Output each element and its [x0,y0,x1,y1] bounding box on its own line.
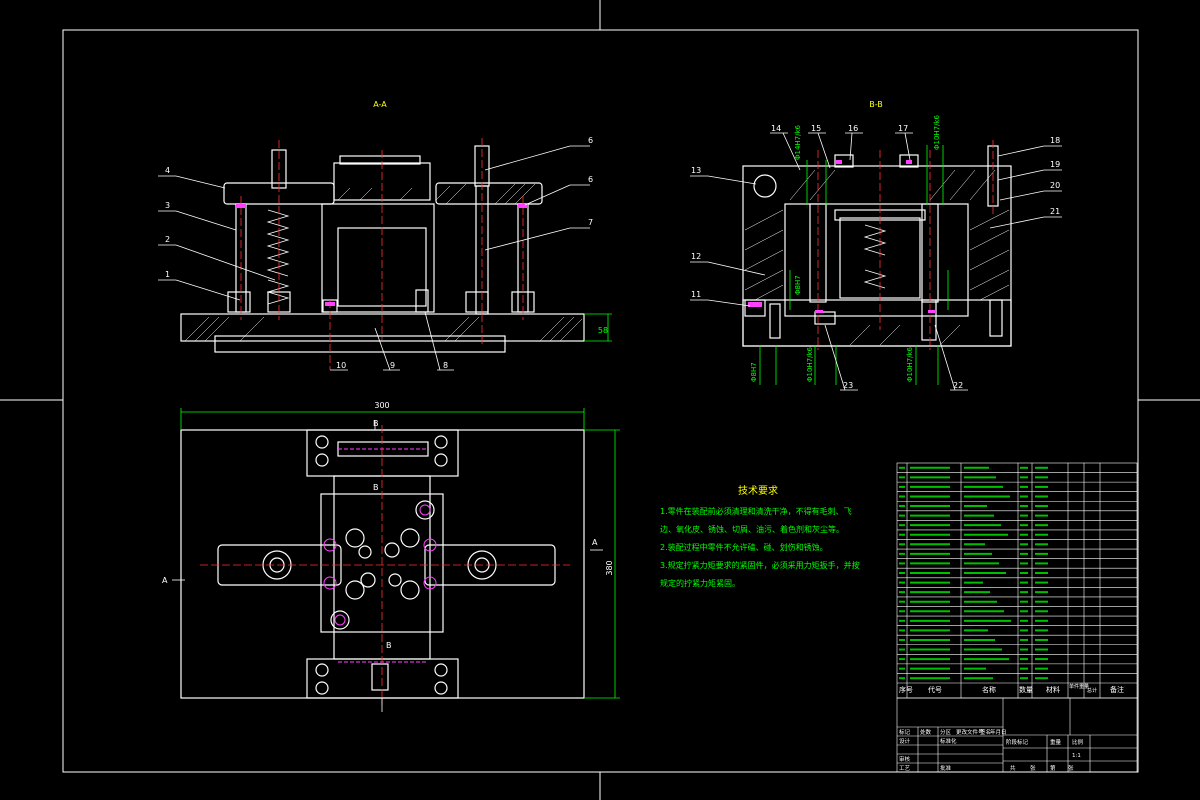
tech-requirements: 技术要求 1.零件在装配前必须清理和清洗干净，不得有毛刺、飞 边、氧化皮、锈蚀、… [660,484,860,588]
dim-fit-bottom-2: Φ10H7/k6 [806,346,814,382]
bom-header-no: 序号 [899,685,913,694]
plan-marker-b-bottom: B [386,641,392,650]
callout-bb-21: 21 [1050,207,1060,216]
callout-aa-3: 3 [165,201,170,210]
callout-bb-13: 13 [691,166,701,175]
bom-header-material: 材料 [1046,685,1060,694]
section-bb-title: B-B [869,100,883,109]
callout-aa-6a: 6 [588,136,593,145]
tb-sheets-1: 张 [1030,764,1036,772]
tb-scale: 比例 [1072,738,1084,746]
title-block-labels: 标记 处数 分区 更改文件号 签名 年月日 设计 标准化 审核 工艺 批准 阶段… [899,728,1084,772]
callout-aa-6b: 6 [588,175,593,184]
tb-count: 处数 [920,728,932,736]
tech-req-line-2: 边、氧化皮、锈蚀、切屑、油污、着色剂和灰尘等。 [660,524,844,534]
tb-sheets-2: 张 [1068,764,1074,772]
tb-scale-value: 1:1 [1072,753,1081,759]
bom-header: 序号 代号 名称 数量 材料 单件重量 总计 备注 [899,683,1124,694]
tb-review: 审核 [899,755,911,763]
callout-bb-18: 18 [1050,136,1060,145]
callout-aa-9: 9 [390,361,395,370]
tb-design: 设计 [899,737,911,745]
tech-req-line-5: 规定的拧紧力矩紧固。 [660,578,740,588]
bom-row-text [899,466,1048,680]
bom-header-total: 总计 [1087,687,1097,694]
plan-marker-a-right: A [592,538,598,547]
callout-bb-20: 20 [1050,181,1060,190]
plan-view: 300 380 A A B B B [162,401,620,712]
callout-aa-7: 7 [588,218,593,227]
tech-req-line-1: 1.零件在装配前必须清理和清洗干净，不得有毛刺、飞 [660,506,852,516]
bom-header-unit-weight: 单件重量 [1069,683,1089,690]
callout-bb-22: 22 [953,381,963,390]
callout-bb-15: 15 [811,124,821,133]
section-aa-title: A-A [373,100,387,109]
tb-weight: 重量 [1050,738,1062,746]
dim-fit-side: Φ8H7 [794,275,802,295]
callout-bb-23: 23 [843,381,853,390]
tb-stage: 阶段标记 [1006,738,1029,746]
section-bb-view: B-B [690,100,1062,391]
section-aa-view: A-A [158,100,612,371]
callout-bb-17: 17 [898,124,908,133]
callout-aa-8: 8 [443,361,448,370]
bom-header-code: 代号 [928,685,942,694]
bom-header-remark: 备注 [1110,685,1124,694]
bom-header-qty: 数量 [1019,685,1033,694]
bom-header-name: 名称 [982,685,996,694]
title-block [896,697,1138,773]
dim-plan-width: 300 [374,401,389,410]
dim-height-aa: 58 [598,326,608,335]
dim-plan-height: 380 [605,560,614,575]
callout-aa-2: 2 [165,235,170,244]
tb-mark: 标记 [899,728,911,736]
callout-bb-12: 12 [691,252,701,261]
dim-fit-top-2: Φ10H7/k6 [933,114,941,150]
callout-bb-14: 14 [771,124,781,133]
tb-standard: 标准化 [940,737,957,745]
tb-process: 工艺 [899,765,911,772]
tb-sheet-no: 第 [1050,764,1056,772]
callout-bb-16: 16 [848,124,858,133]
dim-fit-bottom-1: Φ8H7 [750,362,758,382]
tb-date: 年月日 [990,728,1007,736]
callout-aa-4: 4 [165,166,170,175]
callout-bb-19: 19 [1050,160,1060,169]
callout-aa-10: 10 [336,361,346,370]
callout-aa-1: 1 [165,270,170,279]
tech-req-title: 技术要求 [738,484,778,497]
plan-marker-b-left: B [373,483,379,492]
plan-marker-b-top: B [373,419,379,428]
tb-sign: 签名 [980,728,991,736]
plan-marker-a-left: A [162,576,168,585]
tech-req-line-3: 2.装配过程中零件不允许磕、碰、划伤和锈蚀。 [660,542,828,552]
dim-fit-bottom-3: Φ10H7/k6 [906,346,914,382]
dim-fit-top-1: Φ14H7/k6 [794,124,802,160]
tb-total: 共 [1010,764,1016,772]
bom-table [896,462,1138,699]
tb-zone: 分区 [940,728,952,736]
tb-change-doc: 更改文件号 [956,728,984,736]
callout-bb-11: 11 [691,290,701,299]
tb-approve: 批准 [940,764,952,772]
tech-req-line-4: 3.规定拧紧力矩要求的紧固件，必须采用力矩扳手，并按 [660,560,860,570]
